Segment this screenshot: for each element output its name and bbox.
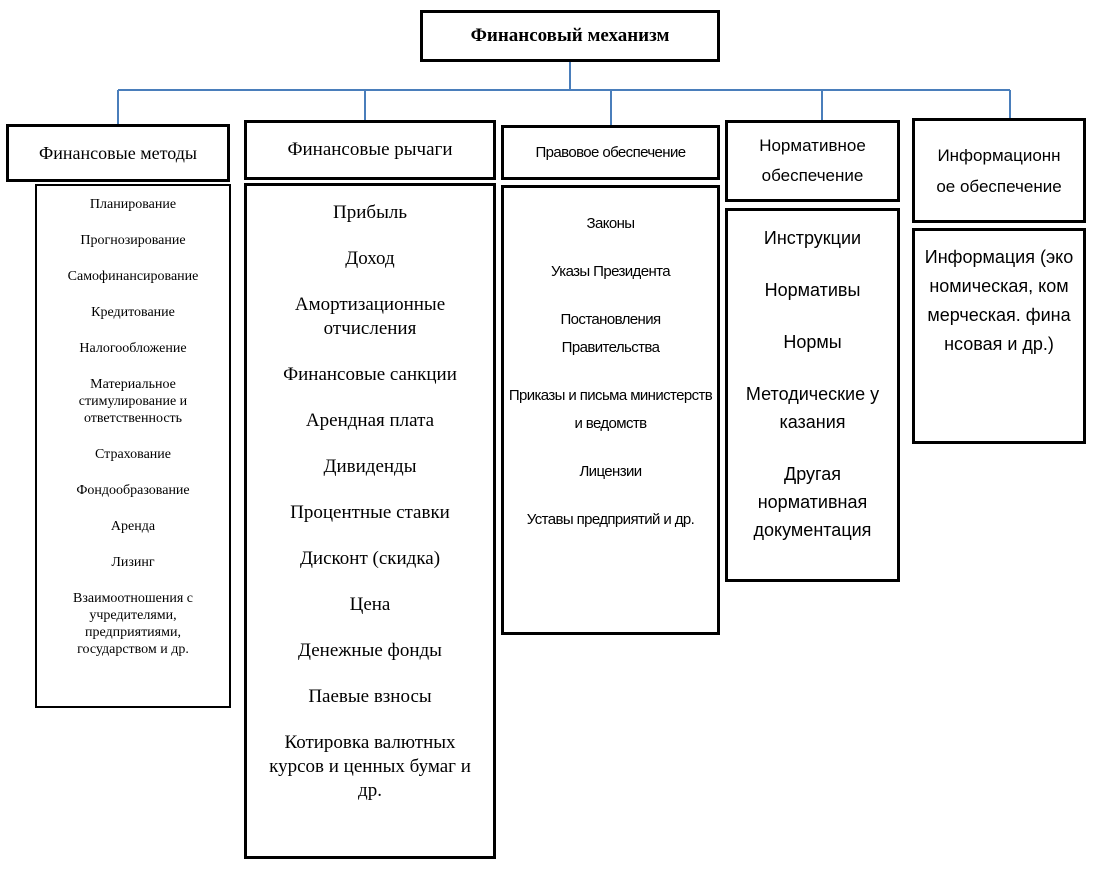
header-information-support: Информационное обеспечение bbox=[912, 118, 1086, 223]
list-item: Лицензии bbox=[579, 463, 642, 480]
list-item: Самофинансирование bbox=[67, 269, 199, 284]
list-item: Дивиденды bbox=[323, 456, 417, 477]
list-item: Налогообложение bbox=[79, 341, 187, 356]
root-title: Финансовый механизм bbox=[470, 25, 670, 46]
list-item: Законы bbox=[586, 215, 636, 232]
list-item: Планирование bbox=[89, 197, 177, 212]
list-item: Нормы bbox=[783, 332, 842, 352]
list-item: Материальное стимулирование и ответствен… bbox=[78, 377, 188, 426]
list-item: Методические указания bbox=[745, 384, 880, 432]
list-item: Прогнозирование bbox=[80, 233, 186, 248]
list-item: Прибыль bbox=[333, 202, 407, 223]
list-item: Аренда bbox=[110, 519, 156, 534]
list-item: Приказы и письма министерств и ведомств bbox=[508, 387, 713, 432]
list-item: Другая нормативная документация bbox=[753, 464, 872, 540]
header-financial-methods: Финансовые методы bbox=[6, 124, 230, 182]
list-financial-methods: Планирование Прогнозирование Самофинанси… bbox=[35, 184, 231, 708]
list-financial-levers: Прибыль Доход Амортизационные отчисления… bbox=[244, 183, 496, 859]
header-legal-support: Правовое обеспечение bbox=[501, 125, 720, 180]
list-item: Страхование bbox=[95, 447, 171, 462]
list-item: Информация (экономическая, коммерческая.… bbox=[924, 247, 1074, 354]
list-item: Арендная плата bbox=[305, 410, 435, 431]
list-item: Нормативы bbox=[764, 280, 861, 300]
list-item: Лизинг bbox=[111, 555, 155, 570]
list-item: Уставы предприятий и др. bbox=[526, 511, 695, 528]
header-label: Правовое обеспечение bbox=[535, 144, 687, 161]
list-item: Указы Президента bbox=[551, 263, 671, 280]
header-label: Финансовые методы bbox=[39, 142, 197, 163]
list-normative-support: Инструкции Нормативы Нормы Методические … bbox=[725, 208, 900, 582]
list-item: Инструкции bbox=[763, 228, 862, 248]
list-item: Взаимоотношения с учредителями, предприя… bbox=[73, 591, 193, 657]
header-label: Нормативное обеспечение bbox=[759, 136, 866, 185]
list-item: Паевые взносы bbox=[308, 686, 432, 707]
root-node-financial-mechanism: Финансовый механизм bbox=[420, 10, 720, 62]
list-item: Постановления Правительства bbox=[560, 311, 662, 356]
list-item: Дисконт (скидка) bbox=[299, 548, 441, 569]
list-item: Котировка валютных курсов и ценных бумаг… bbox=[269, 732, 471, 801]
list-legal-support: Законы Указы Президента Постановления Пр… bbox=[501, 185, 720, 635]
header-normative-support: Нормативное обеспечение bbox=[725, 120, 900, 202]
list-item: Процентные ставки bbox=[290, 502, 450, 523]
header-financial-levers: Финансовые рычаги bbox=[244, 120, 496, 180]
header-label: Информационное обеспечение bbox=[936, 145, 1062, 196]
header-label: Финансовые рычаги bbox=[287, 139, 453, 160]
list-information-support: Информация (экономическая, коммерческая.… bbox=[912, 228, 1086, 444]
list-item: Цена bbox=[349, 594, 391, 615]
list-item: Кредитование bbox=[91, 305, 175, 320]
list-item: Доход bbox=[345, 248, 395, 269]
list-item: Амортизационные отчисления bbox=[294, 294, 446, 339]
list-item: Финансовые санкции bbox=[283, 364, 457, 385]
list-item: Фондообразование bbox=[76, 483, 190, 498]
list-item: Денежные фонды bbox=[298, 640, 442, 661]
